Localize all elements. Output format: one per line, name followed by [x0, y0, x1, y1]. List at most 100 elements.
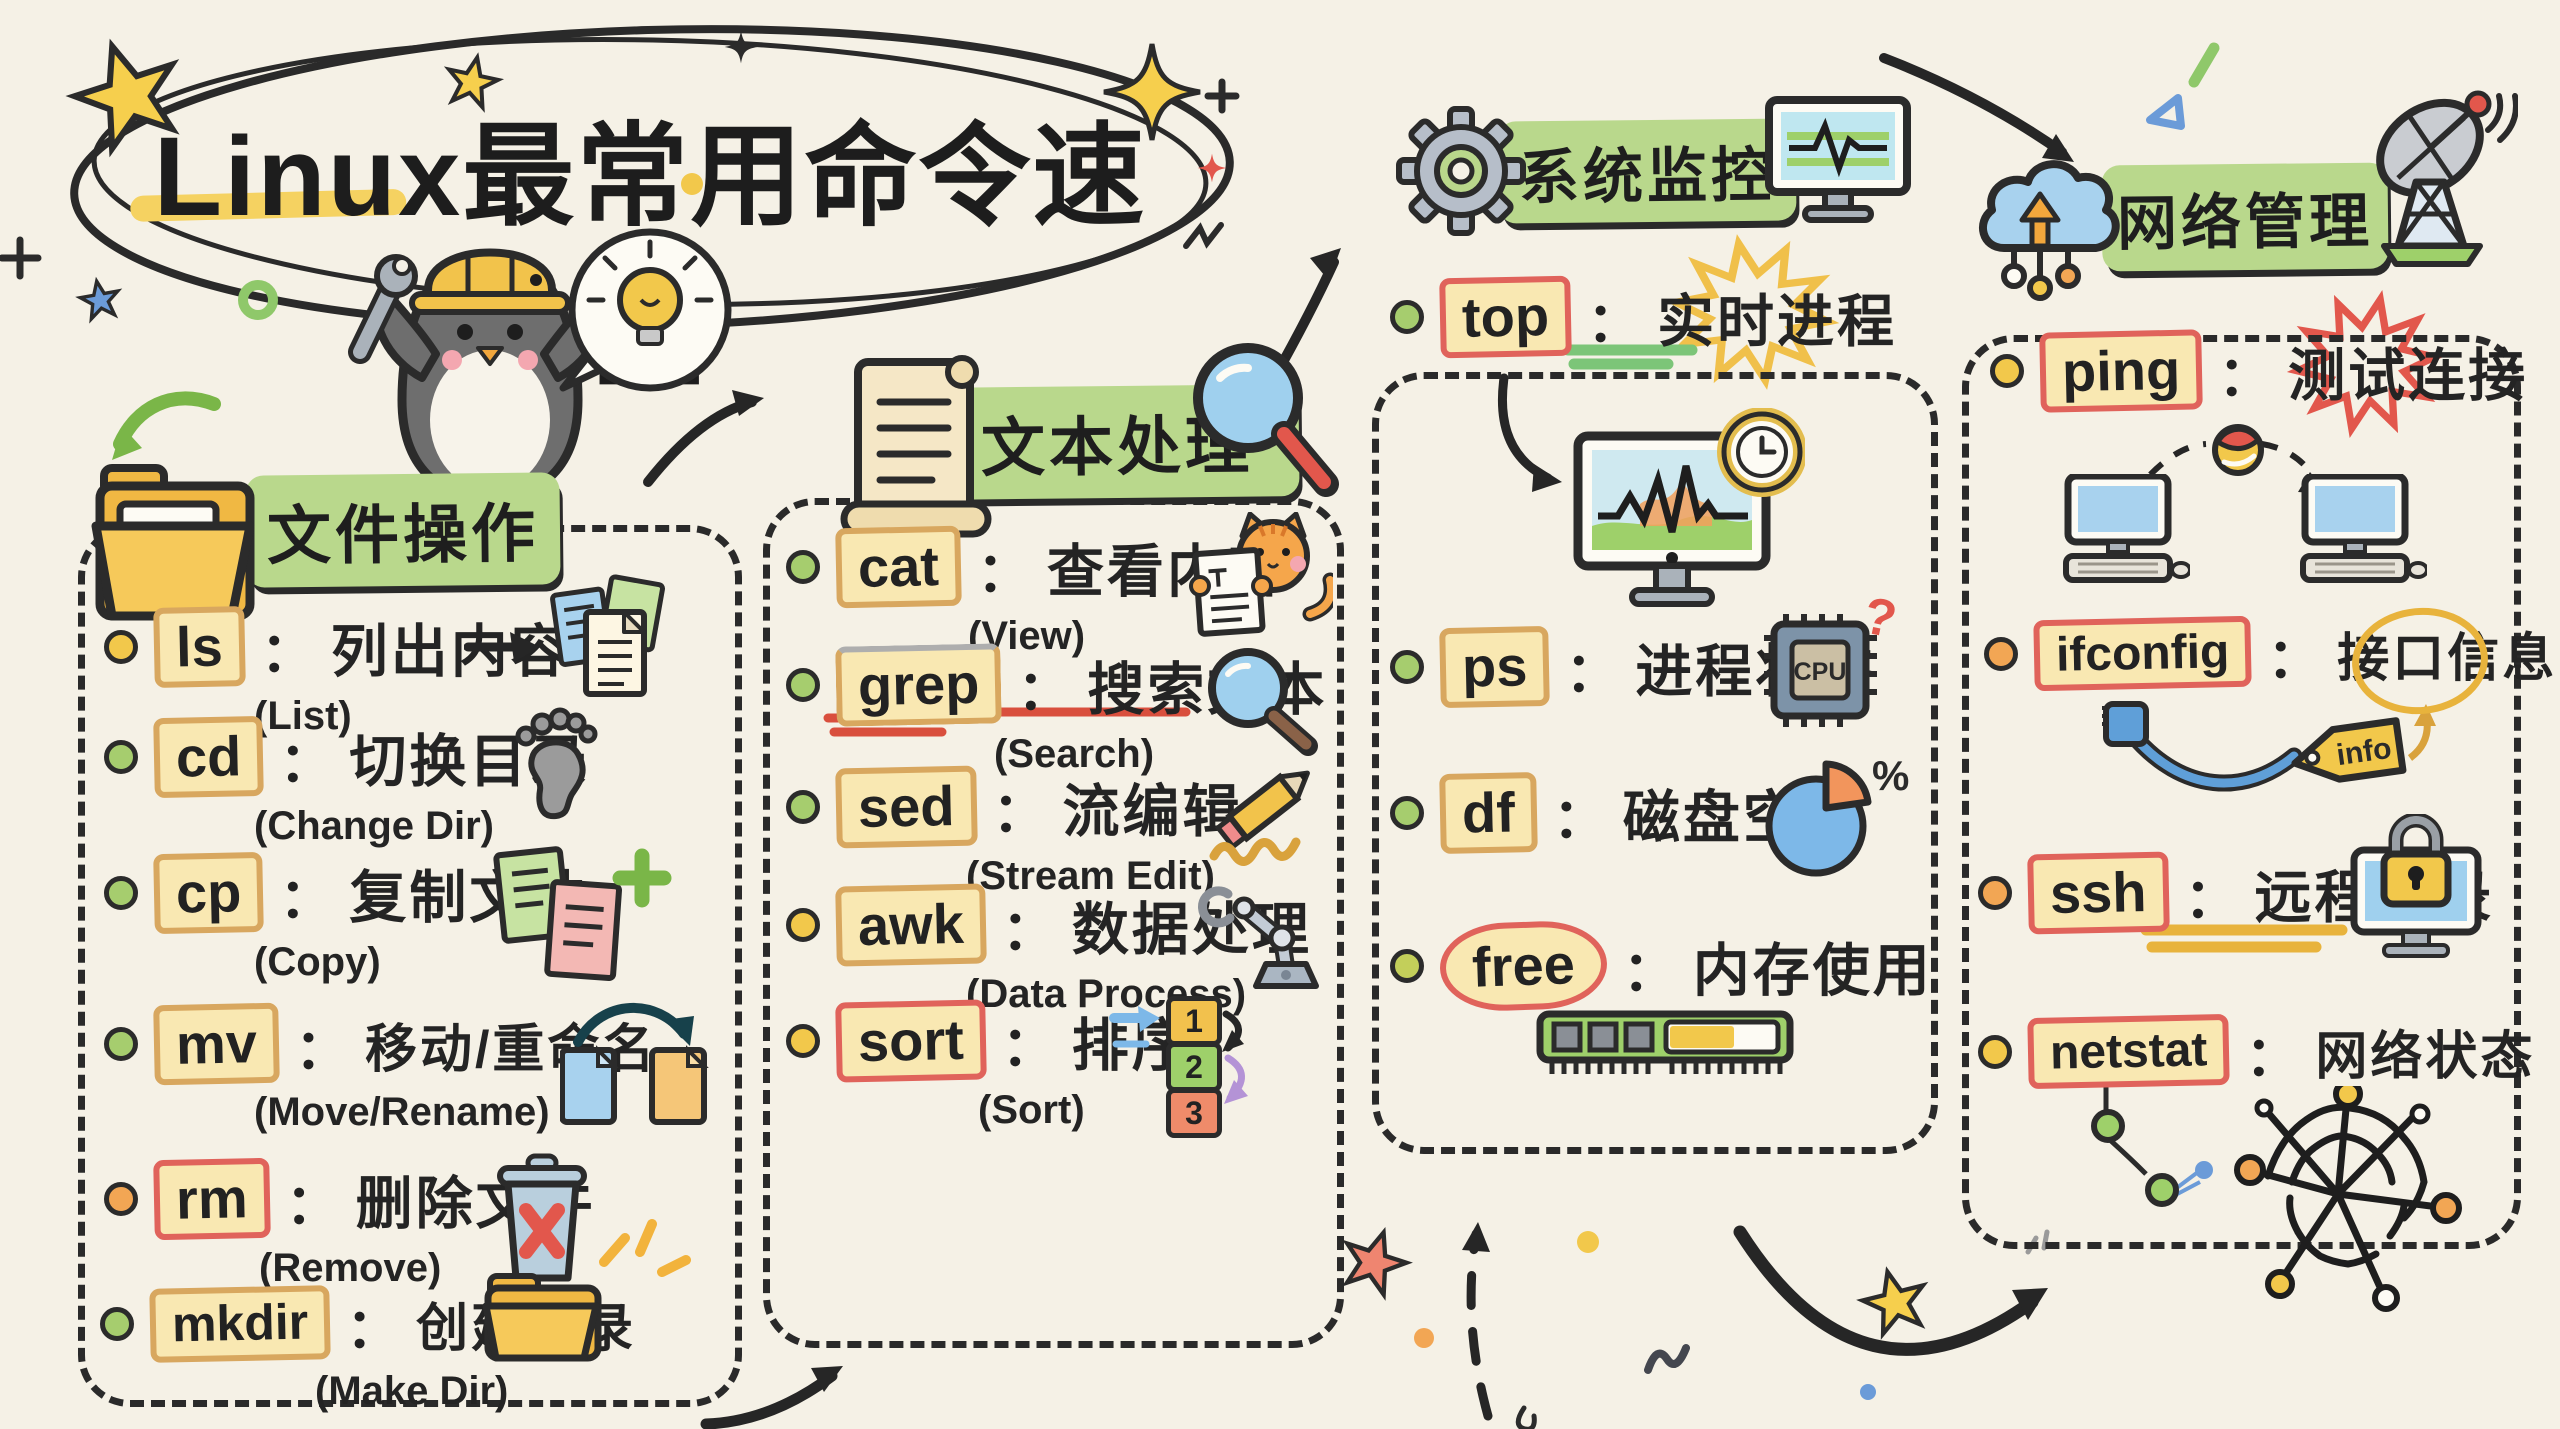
idea-bubble: [555, 222, 745, 412]
pencil-icon: [1204, 752, 1329, 872]
cmd-item-ifconfig: ifconfig ： 接口信息: [1984, 614, 2557, 693]
cmd-label-sort: sort: [835, 999, 987, 1083]
cmd-desc-en: (List): [254, 694, 352, 738]
bullet: [1990, 354, 2024, 388]
squiggle-doodle: [1183, 222, 1224, 249]
cmd-desc-en: (Copy): [254, 940, 381, 984]
cmd-desc: 流编辑: [1062, 780, 1243, 844]
section-header-net-mgmt: 网络管理: [2101, 162, 2389, 272]
colon: ：: [260, 622, 315, 683]
magnifier-icon: [1196, 646, 1326, 756]
sort-step-1: 1: [1166, 996, 1222, 1046]
cmd-label-sed: sed: [835, 765, 978, 849]
triangle-doodle: [2146, 94, 2185, 130]
robot-arm-icon: [1182, 878, 1327, 993]
bullet: [1390, 949, 1424, 984]
colon: ：: [2245, 1027, 2300, 1087]
plus-sparkle-icon: [1204, 78, 1240, 114]
section-title: 系统监控: [1518, 141, 1776, 211]
folder-icon: [90, 438, 265, 638]
bullet: [1978, 1034, 2012, 1069]
right-arrow-icon: [464, 622, 544, 672]
cmd-label-rm: rm: [153, 1157, 271, 1241]
cmd-item-free: free ： 内存使用: [1390, 919, 1933, 1014]
section-header-sys-mon: 系统监控: [1497, 118, 1797, 224]
colon: ：: [1587, 292, 1642, 353]
ram-stick-icon: [1536, 1008, 1801, 1088]
bullet: [1390, 796, 1424, 830]
colon: ：: [2218, 346, 2273, 407]
bullet: [786, 550, 820, 584]
sort-step-3: 3: [1166, 1088, 1222, 1138]
colon: ：: [346, 1299, 401, 1359]
cpu-chip-icon: CPU: [1758, 608, 1883, 733]
cmd-label-df: df: [1439, 771, 1538, 855]
cmd-label-ifconfig: ifconfig: [2033, 615, 2253, 692]
sparkle-icon: [724, 30, 758, 64]
gear-icon: [1394, 104, 1529, 239]
cable-info-tag-icon: info: [2096, 698, 2416, 823]
cmd-item-ping: ping ： 测试连接: [1990, 329, 2528, 413]
lock-monitor-icon: [2348, 814, 2488, 974]
cmd-label-ssh: ssh: [2027, 851, 2170, 935]
colon: ：: [1001, 900, 1056, 961]
cmd-desc-en: (Stream Edit): [966, 854, 1215, 898]
monitor-chart-clock-icon: [1570, 408, 1805, 623]
colon: ：: [1565, 642, 1620, 703]
arrow-dashed-up: [1466, 1229, 1493, 1421]
cmd-label-netstat: netstat: [2027, 1013, 2231, 1090]
cmd-desc: 内存使用: [1692, 939, 1933, 1004]
cmd-label-awk: awk: [835, 883, 987, 967]
dot-doodle: [1577, 1231, 1599, 1253]
bullet: [104, 740, 138, 774]
ball-icon: [2210, 422, 2266, 478]
cmd-item-sed: sed ： 流编辑 (Stream Edit): [786, 765, 1243, 899]
bullet: [1390, 300, 1424, 334]
colon: ：: [1001, 1016, 1056, 1077]
squiggle-doodle: [1644, 1344, 1690, 1374]
cmd-label-ls: ls: [153, 605, 246, 689]
cmd-label-mv: mv: [153, 1002, 280, 1086]
section-header-file-ops: 文件操作: [245, 472, 561, 588]
cmd-label-cat: cat: [835, 525, 962, 609]
cmd-label-ps: ps: [1439, 625, 1551, 709]
cmd-desc-en: (Sort): [978, 1088, 1085, 1132]
arrow-to-text-section: [643, 397, 757, 487]
green-arrow-icon: [102, 382, 227, 477]
sort-step-2: 2: [1166, 1042, 1222, 1092]
section-box-text-proc: [763, 498, 1344, 1348]
plus-sparkle-icon: [0, 236, 42, 280]
percent-sign: %: [1872, 752, 1910, 799]
cmd-item-mkdir: mkdir ： 创建目录 (Make Dir): [100, 1284, 636, 1414]
satellite-dish-icon: [2368, 86, 2518, 281]
info-tag-label: info: [2335, 732, 2394, 772]
bullet: [786, 790, 820, 824]
footprint-icon: [512, 706, 602, 821]
scroll-icon: [836, 346, 996, 546]
info-tag: info: [2291, 717, 2407, 783]
clock-icon: [1717, 408, 1805, 497]
dash-doodle: [2188, 42, 2220, 88]
cmd-label-mkdir: mkdir: [149, 1284, 331, 1363]
colon: ：: [294, 1019, 349, 1080]
new-folder-icon: [482, 1258, 607, 1368]
bullet: [1390, 650, 1424, 684]
cmd-label-cp: cp: [153, 851, 265, 935]
sparkle-icon: [1197, 153, 1227, 183]
section-box-sys-mon: [1372, 372, 1938, 1154]
cmd-label-free: free: [1438, 919, 1609, 1014]
cmd-label-top: top: [1439, 275, 1572, 359]
colon: ：: [279, 732, 334, 793]
cloud-upload-icon: [1974, 150, 2124, 315]
cmd-desc-en: (Make Dir): [315, 1369, 509, 1413]
bullet: [104, 1027, 138, 1062]
spider-web-icon: [2228, 1086, 2468, 1326]
computer-icon: [2060, 474, 2190, 594]
bullet: [104, 876, 138, 910]
cmd-desc: 实时进程: [1657, 290, 1898, 354]
bullet: [786, 668, 820, 702]
cmd-desc: 接口信息: [2337, 630, 2558, 688]
colon: ：: [279, 868, 334, 929]
section-title: 文件操作: [266, 497, 540, 573]
